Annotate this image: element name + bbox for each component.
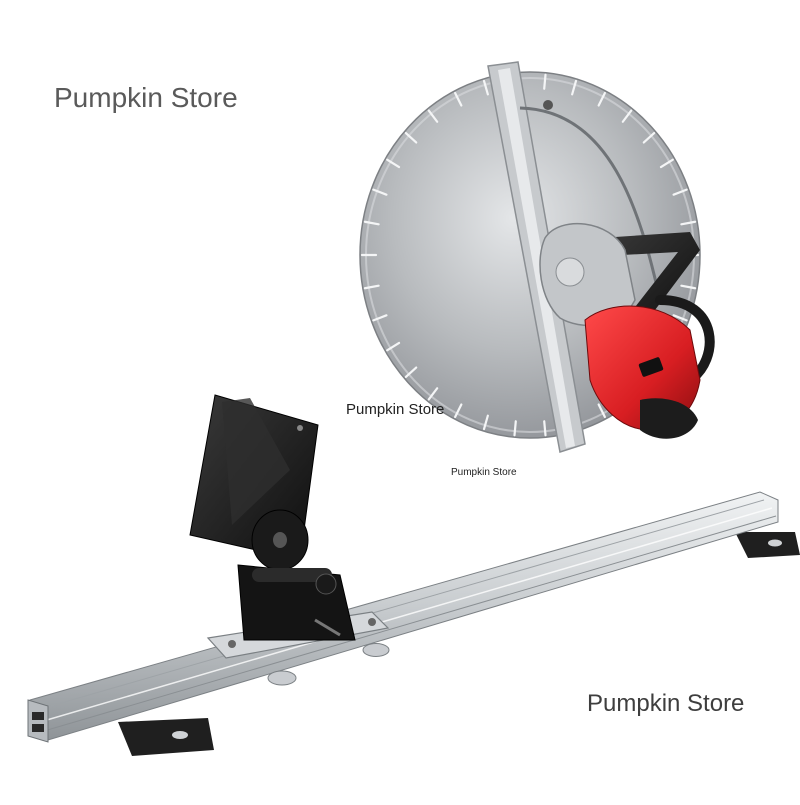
rail-foot-left xyxy=(118,718,214,756)
blade-slot xyxy=(597,403,606,419)
blade-guard xyxy=(487,61,662,453)
watermark-small: Pumpkin Store xyxy=(451,467,517,478)
blade-slot xyxy=(372,314,388,322)
blade-slot xyxy=(404,131,418,144)
blade-slot xyxy=(363,284,380,290)
blade-slot xyxy=(642,131,656,144)
blade-slot xyxy=(513,420,517,437)
blade-slot xyxy=(597,91,606,107)
blade-slot xyxy=(482,79,489,96)
guide-rail xyxy=(27,491,800,756)
blade-slot xyxy=(363,220,380,226)
blade-slot xyxy=(621,109,633,123)
blade-slot xyxy=(543,73,547,90)
watermark-top: Pumpkin Store xyxy=(54,82,238,113)
blade-slot xyxy=(427,387,439,401)
blade-slot xyxy=(680,220,697,226)
blade-slot xyxy=(386,158,401,169)
carriage-bracket xyxy=(189,394,390,686)
blade-slot xyxy=(372,188,388,196)
rail-foot-right xyxy=(735,532,800,558)
blade-slot xyxy=(672,188,688,196)
blade-slot xyxy=(672,314,688,322)
watermark-middle: Pumpkin Store xyxy=(346,401,445,418)
angle-grinder xyxy=(539,222,715,439)
blade-slot xyxy=(427,109,439,123)
blade-slot xyxy=(404,366,418,379)
blade-slot xyxy=(543,420,547,437)
watermark-bottom: Pumpkin Store xyxy=(587,690,745,717)
blade-slot xyxy=(454,403,463,419)
blade-slot xyxy=(482,414,489,431)
blade-slot xyxy=(680,284,697,290)
blade-slot xyxy=(386,341,401,352)
blade-slot xyxy=(659,158,674,169)
blade-slot xyxy=(454,91,463,107)
blade-slot xyxy=(571,79,578,96)
